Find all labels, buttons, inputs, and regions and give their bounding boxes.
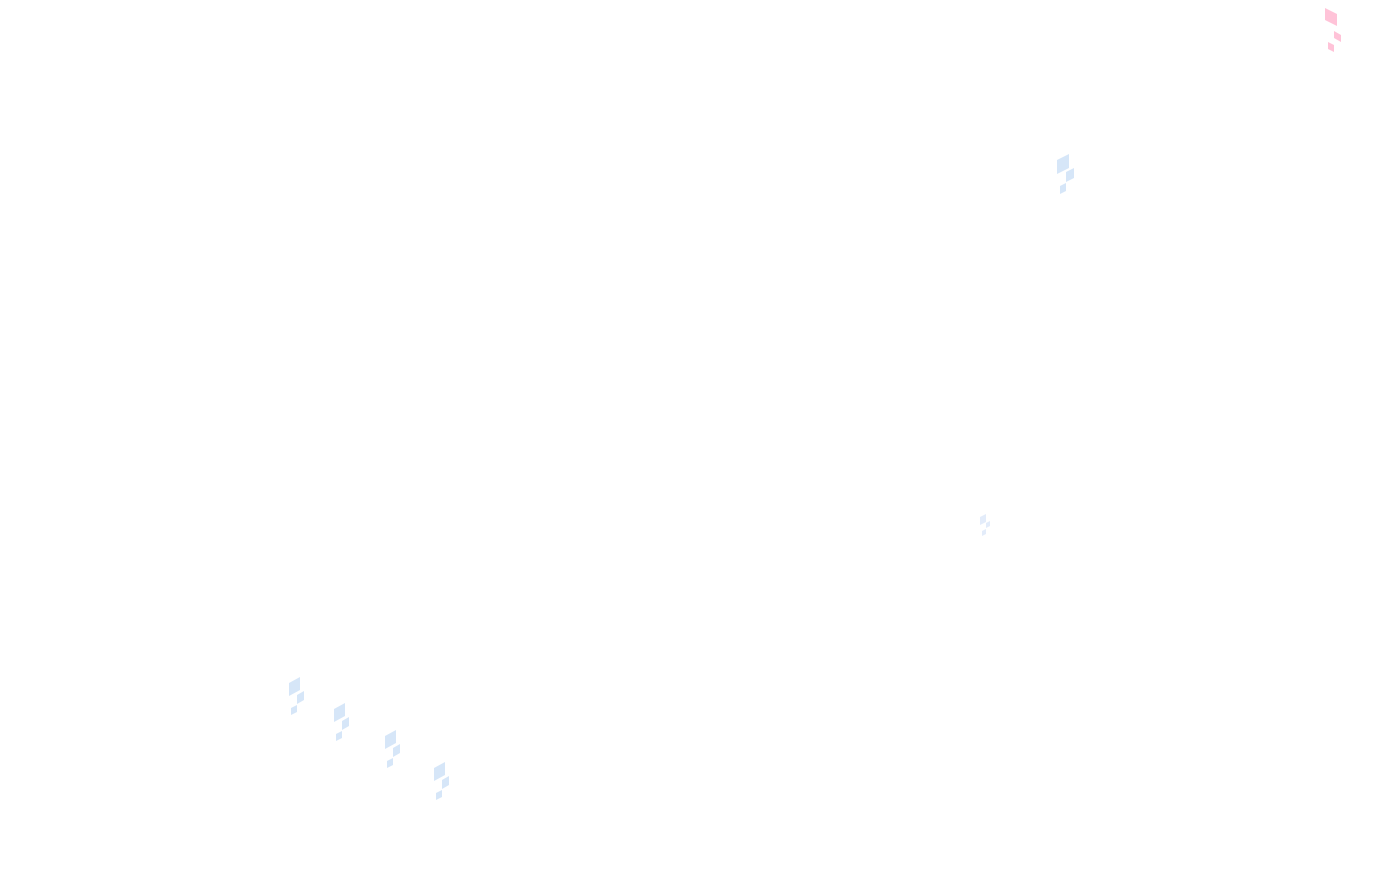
blue-confetti-icon	[1055, 154, 1075, 196]
blue-confetti-icon	[332, 702, 352, 742]
blue-confetti-icon	[287, 676, 307, 716]
blue-confetti-icon	[432, 761, 452, 801]
pink-confetti-icon	[1324, 6, 1344, 54]
blue-confetti-icon	[978, 513, 992, 537]
blue-confetti-icon	[383, 729, 403, 769]
